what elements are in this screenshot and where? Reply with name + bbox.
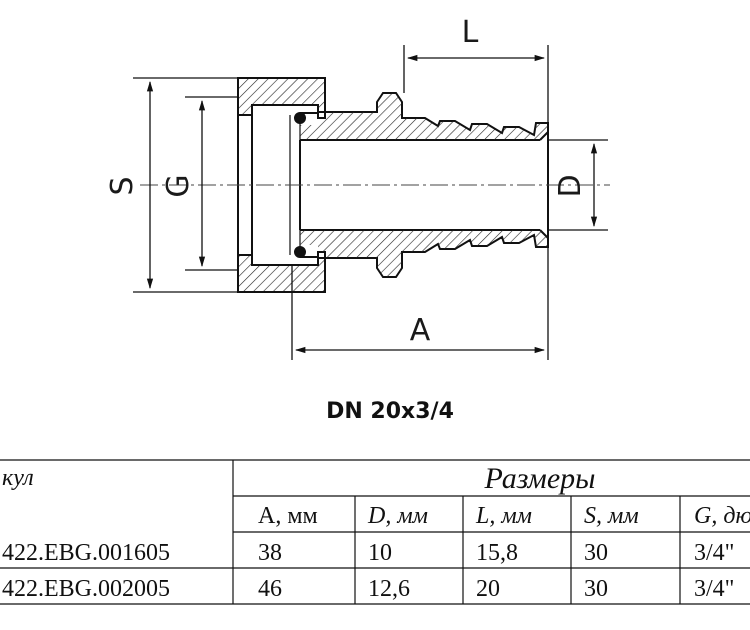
row-2-a: 46 — [258, 576, 282, 602]
label-a: A — [410, 313, 431, 348]
dimension-s — [133, 77, 238, 293]
row-1-d: 10 — [368, 540, 392, 566]
dimension-d — [548, 139, 608, 231]
row-1-s: 30 — [584, 540, 608, 566]
technical-drawing — [133, 45, 610, 360]
label-s: S — [105, 176, 140, 195]
row-1-a: 38 — [258, 540, 282, 566]
dimension-l — [403, 45, 549, 123]
dimension-a — [291, 247, 549, 360]
row-2-article: 422.EBG.002005 — [2, 576, 170, 602]
header-sizes: Размеры — [484, 462, 596, 495]
dimension-g — [185, 96, 238, 271]
row-2-s: 30 — [584, 576, 608, 602]
label-d: D — [553, 174, 588, 197]
row-2-l: 20 — [476, 576, 500, 602]
col-header-d: D, мм — [367, 503, 428, 529]
row-2-d: 12,6 — [368, 576, 410, 602]
label-l: L — [462, 15, 479, 50]
drawing-caption: DN 20x3/4 — [326, 399, 454, 424]
row-1-g: 3/4" — [694, 540, 734, 566]
col-header-l: L, мм — [475, 503, 532, 529]
row-1-article: 422.EBG.001605 — [2, 540, 170, 566]
spec-table — [0, 459, 750, 605]
row-2-g: 3/4" — [694, 576, 734, 602]
col-header-a: A, мм — [258, 503, 318, 529]
col-header-g: G, дю — [694, 503, 750, 529]
row-1-l: 15,8 — [476, 540, 518, 566]
col-header-s: S, мм — [584, 503, 639, 529]
label-g: G — [161, 174, 196, 197]
header-article: кул — [2, 465, 34, 491]
